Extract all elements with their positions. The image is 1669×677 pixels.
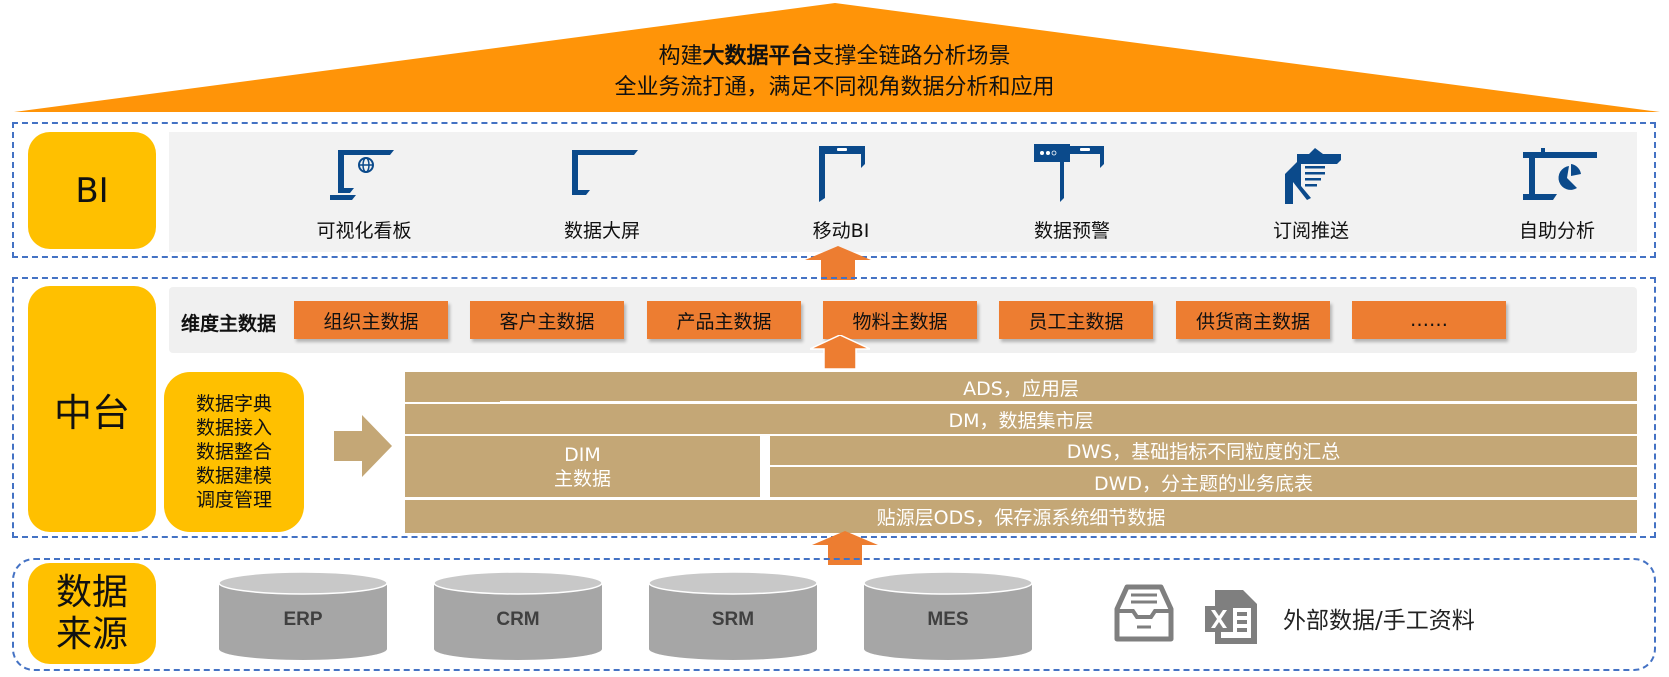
source-system-label: CRM (496, 609, 540, 630)
bi-item-self-service-analysis[interactable]: 自助分析 (1477, 132, 1637, 252)
bi-item-big-screen[interactable]: 数据大屏 (522, 132, 682, 252)
roof-headline: 构建大数据平台支撑全链路分析场景 (0, 38, 1669, 70)
large-screen-icon (572, 150, 638, 195)
bi-item-visual-dashboard[interactable]: 可视化看板 (284, 132, 444, 252)
middle-platform-label: 中台 (28, 286, 156, 532)
bi-item-data-alert[interactable]: 数据预警 (992, 132, 1152, 252)
data-sources-label-line1: 数据 (55, 571, 128, 613)
mobile-bi-icon (819, 146, 865, 202)
database-cylinder-icon (218, 571, 388, 660)
bi-item-label: 移动BI (812, 220, 870, 242)
source-system-mes[interactable]: MES (863, 571, 1033, 661)
roof-triangle (14, 3, 1660, 112)
master-data-item-customer[interactable]: 客户主数据 (470, 301, 624, 339)
ads-divider-line (500, 401, 1637, 404)
up-arrow-icon (810, 335, 870, 369)
subscription-push-icon (1285, 148, 1341, 204)
data-sources-frame (12, 558, 1656, 671)
source-system-erp[interactable]: ERP (218, 571, 388, 661)
bi-panel: 可视化看板 数据大屏 移动BI 数据预警 (169, 132, 1637, 252)
bi-item-mobile-bi[interactable]: 移动BI (761, 132, 921, 252)
layer-dim-title: DIM (564, 443, 601, 466)
roof-headline-prefix: 构建 (658, 44, 703, 69)
source-system-label: MES (927, 609, 969, 630)
bi-label: BI (28, 132, 156, 249)
master-data-item-organization[interactable]: 组织主数据 (294, 301, 448, 339)
up-arrow-icon (812, 531, 878, 565)
master-data-item-more[interactable]: …… (1352, 301, 1506, 339)
excel-file-icon (1205, 590, 1257, 644)
source-system-crm[interactable]: CRM (433, 571, 603, 661)
roof-subtitle: 全业务流打通，满足不同视角数据分析和应用 (614, 75, 1055, 100)
layer-ads: ADS，应用层 (405, 372, 1637, 402)
self-service-analysis-icon (1523, 148, 1597, 200)
data-sources-label: 数据 来源 (28, 563, 156, 664)
tools-box: 数据字典 数据接入 数据整合 数据建模 调度管理 (164, 372, 304, 532)
master-data-title: 维度主数据 (181, 313, 277, 335)
layer-dwd: DWD，分主题的业务底表 (770, 467, 1637, 497)
up-arrow-icon (805, 246, 871, 280)
layer-dim: DIM 主数据 (405, 436, 760, 497)
bi-item-label: 订阅推送 (1272, 220, 1349, 242)
tool-data-ingestion: 数据接入 (195, 417, 272, 439)
dashboard-monitor-icon (330, 150, 394, 200)
roof-headline-suffix: 支撑全链路分析场景 (812, 44, 1011, 69)
database-cylinder-icon (433, 571, 603, 660)
external-data-label: 外部数据/手工资料 (1283, 608, 1475, 634)
source-system-srm[interactable]: SRM (648, 571, 818, 661)
right-arrow-icon (334, 415, 392, 477)
data-sources-label-line2: 来源 (55, 613, 128, 655)
layer-dim-subtitle: 主数据 (553, 467, 611, 490)
tool-data-modeling: 数据建模 (195, 465, 272, 487)
roof-headline-bold: 大数据平台 (702, 44, 813, 69)
master-data-item-product[interactable]: 产品主数据 (647, 301, 801, 339)
tool-data-dictionary: 数据字典 (195, 393, 272, 415)
master-data-item-material[interactable]: 物料主数据 (823, 301, 977, 339)
tool-data-integration: 数据整合 (195, 441, 272, 463)
source-system-label: SRM (711, 609, 755, 630)
bi-item-label: 数据大屏 (563, 220, 640, 242)
database-cylinder-icon (863, 571, 1033, 660)
bi-item-label: 可视化看板 (316, 220, 412, 242)
layer-dm: DM，数据集市层 (405, 404, 1637, 434)
bi-item-label: 数据预警 (1033, 220, 1110, 242)
bi-item-label: 自助分析 (1518, 220, 1595, 242)
source-system-label: ERP (283, 609, 323, 630)
tool-scheduling: 调度管理 (195, 489, 272, 511)
master-data-item-supplier[interactable]: 供货商主数据 (1176, 301, 1330, 339)
master-data-item-employee[interactable]: 员工主数据 (999, 301, 1153, 339)
layer-dws: DWS，基础指标不同粒度的汇总 (770, 436, 1637, 465)
layer-ods: 贴源层ODS，保存源系统细节数据 (405, 500, 1637, 533)
data-alert-icon (1034, 144, 1104, 202)
inbox-tray-icon (1114, 584, 1174, 642)
bi-item-subscription-push[interactable]: 订阅推送 (1231, 132, 1391, 252)
roof-banner (14, 3, 1660, 112)
database-cylinder-icon (648, 571, 818, 660)
